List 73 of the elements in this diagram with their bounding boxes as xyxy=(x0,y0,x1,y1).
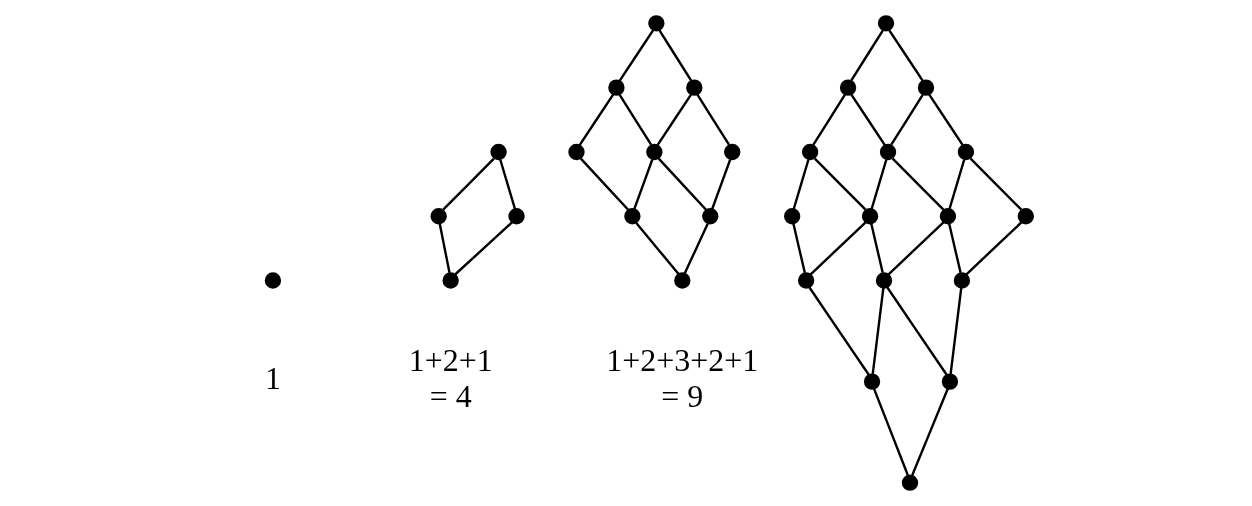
connector xyxy=(635,222,680,275)
node-circle xyxy=(917,79,935,96)
label: 1 xyxy=(264,361,281,397)
node-circle xyxy=(941,373,959,390)
connector xyxy=(442,157,495,211)
node-circle xyxy=(863,373,881,390)
connector xyxy=(580,157,630,211)
node-circle xyxy=(264,272,282,289)
connector xyxy=(808,286,870,376)
connector xyxy=(949,287,963,375)
connector xyxy=(891,157,945,211)
connector xyxy=(658,29,693,82)
node-circle xyxy=(875,272,893,289)
node-circle xyxy=(783,208,801,225)
connector xyxy=(711,159,732,210)
connector xyxy=(618,29,655,82)
connector xyxy=(618,93,653,146)
node-circle xyxy=(879,143,897,161)
connector xyxy=(911,388,949,476)
connector xyxy=(888,29,924,82)
node-circle xyxy=(442,272,459,289)
node-circle xyxy=(508,208,525,225)
node-circle xyxy=(568,143,585,161)
node-circle xyxy=(430,208,447,225)
node-circle xyxy=(957,143,975,161)
connector xyxy=(850,93,886,147)
connector xyxy=(499,159,517,210)
connector xyxy=(454,221,514,276)
connector xyxy=(871,287,885,375)
node-circle xyxy=(674,272,691,289)
node-circle xyxy=(861,208,879,225)
connector xyxy=(792,223,806,274)
node-circle xyxy=(877,15,895,32)
connector xyxy=(872,388,909,476)
connector xyxy=(812,93,847,146)
node-circle xyxy=(646,143,663,161)
connector xyxy=(813,157,867,211)
connector xyxy=(438,223,451,274)
connector xyxy=(696,93,730,146)
node-circle xyxy=(901,474,919,491)
node-circle xyxy=(608,79,625,96)
node-circle xyxy=(648,15,665,32)
connector xyxy=(683,223,709,275)
node-circle xyxy=(702,208,719,225)
connector xyxy=(948,223,962,274)
node-circle xyxy=(801,143,819,161)
connector xyxy=(657,157,707,211)
node-circle xyxy=(797,272,815,289)
connector xyxy=(633,159,654,210)
label: 1+2+1 = 4 xyxy=(408,343,493,415)
node-circle xyxy=(939,208,957,225)
node-circle xyxy=(839,79,857,96)
connector xyxy=(656,93,693,147)
connector xyxy=(887,221,945,276)
connector xyxy=(928,93,964,147)
node-circle xyxy=(624,208,641,225)
connector xyxy=(948,159,966,210)
node-circle xyxy=(1017,208,1034,225)
connector xyxy=(578,93,615,147)
node-circle xyxy=(953,272,971,289)
connector xyxy=(886,286,948,376)
node-circle xyxy=(724,143,741,161)
connector xyxy=(870,223,884,274)
label: 1+2+3+2+1 = 9 xyxy=(606,343,759,415)
connector xyxy=(809,221,867,276)
node-circle xyxy=(686,79,703,96)
connector xyxy=(890,93,924,146)
connector xyxy=(850,29,885,82)
connector xyxy=(870,159,888,210)
connector xyxy=(965,221,1023,276)
connector xyxy=(969,157,1023,211)
node-circle xyxy=(490,143,507,161)
connector xyxy=(792,159,810,210)
